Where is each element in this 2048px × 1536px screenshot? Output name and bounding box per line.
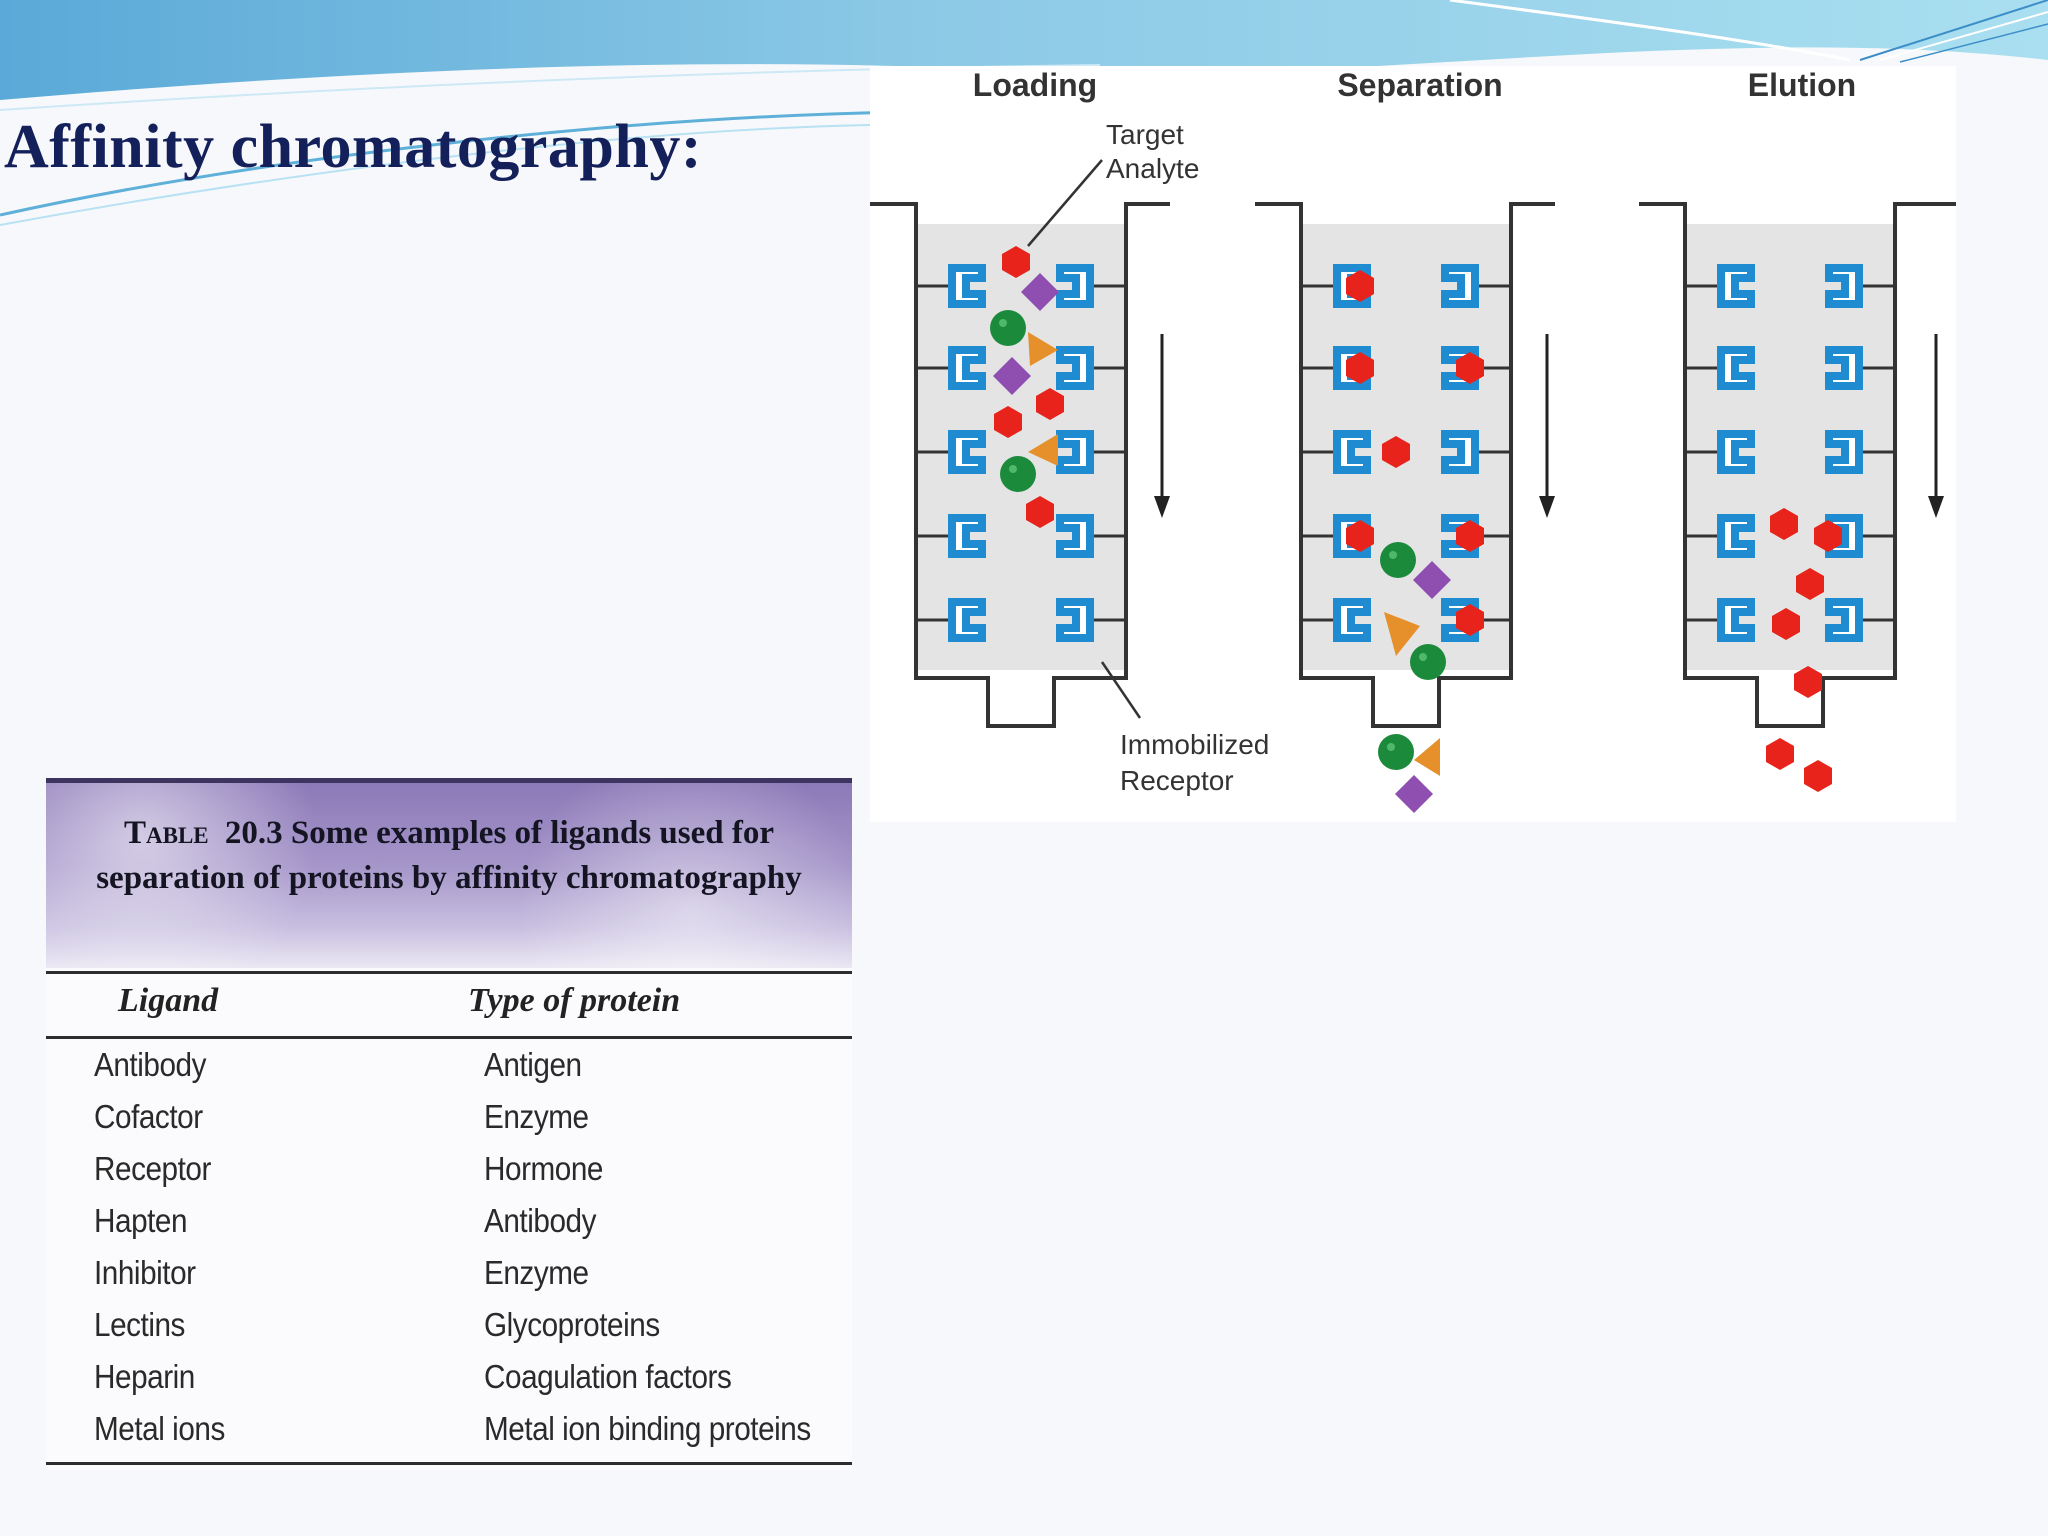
table-caption-number: 20.3 (224, 815, 283, 851)
stage-elution-label: Elution (1748, 67, 1856, 103)
table-row: Metal ions Metal ion binding proteins (46, 1410, 852, 1462)
protein-cell: Antigen (484, 1046, 582, 1083)
stage-loading-label: Loading (973, 67, 1097, 103)
protein-cell: Enzyme (484, 1254, 589, 1291)
table-row: Cofactor Enzyme (46, 1098, 852, 1150)
ligand-cell: Inhibitor (94, 1254, 196, 1291)
ligand-cell: Hapten (94, 1202, 188, 1239)
ligand-cell: Heparin (94, 1358, 195, 1395)
table-row: Lectins Glycoproteins (46, 1306, 852, 1358)
ligand-cell: Antibody (94, 1046, 206, 1083)
protein-cell: Metal ion binding proteins (484, 1410, 811, 1447)
target-label-line2: Analyte (1106, 153, 1199, 184)
table-row: Inhibitor Enzyme (46, 1254, 852, 1306)
ligand-table: Table 20.3 Some examples of ligands used… (46, 778, 852, 1470)
protein-cell: Coagulation factors (484, 1358, 732, 1395)
affinity-chromatography-diagram: Loading Separation Elution Target Analyt… (870, 66, 1956, 822)
stage-separation-label: Separation (1337, 67, 1502, 103)
table-row: Antibody Antigen (46, 1046, 852, 1098)
protein-cell: Glycoproteins (484, 1306, 660, 1343)
header-banner (0, 0, 2048, 226)
ligand-cell: Metal ions (94, 1410, 225, 1447)
table-caption-label: Table (124, 815, 209, 851)
column-header-ligand: Ligand (118, 982, 219, 1019)
slide-title: Affinity chromatography: (4, 113, 702, 181)
ligand-cell: Receptor (94, 1150, 211, 1187)
table-row: Receptor Hormone (46, 1150, 852, 1202)
receptor-label-line1: Immobilized (1120, 729, 1269, 760)
column-header-protein: Type of protein (468, 982, 681, 1019)
ligand-cell: Lectins (94, 1306, 185, 1343)
receptor-label-line2: Receptor (1120, 765, 1234, 796)
ligand-cell: Cofactor (94, 1098, 203, 1135)
protein-cell: Hormone (484, 1150, 604, 1187)
protein-cell: Antibody (484, 1202, 596, 1239)
table-caption: Table 20.3 Some examples of ligands used… (46, 778, 852, 968)
table-caption-text: Some examples of ligands used for separa… (96, 815, 802, 896)
separation-column (1255, 202, 1555, 813)
table-row: Heparin Coagulation factors (46, 1358, 852, 1410)
table-row: Hapten Antibody (46, 1202, 852, 1254)
elution-column (1639, 202, 1956, 792)
target-label-line1: Target (1106, 119, 1184, 150)
table-top-rule (46, 971, 852, 974)
table-header-rule (46, 1036, 852, 1039)
protein-cell: Enzyme (484, 1098, 589, 1135)
table-bottom-rule (46, 1462, 852, 1465)
loading-column (870, 202, 1170, 728)
